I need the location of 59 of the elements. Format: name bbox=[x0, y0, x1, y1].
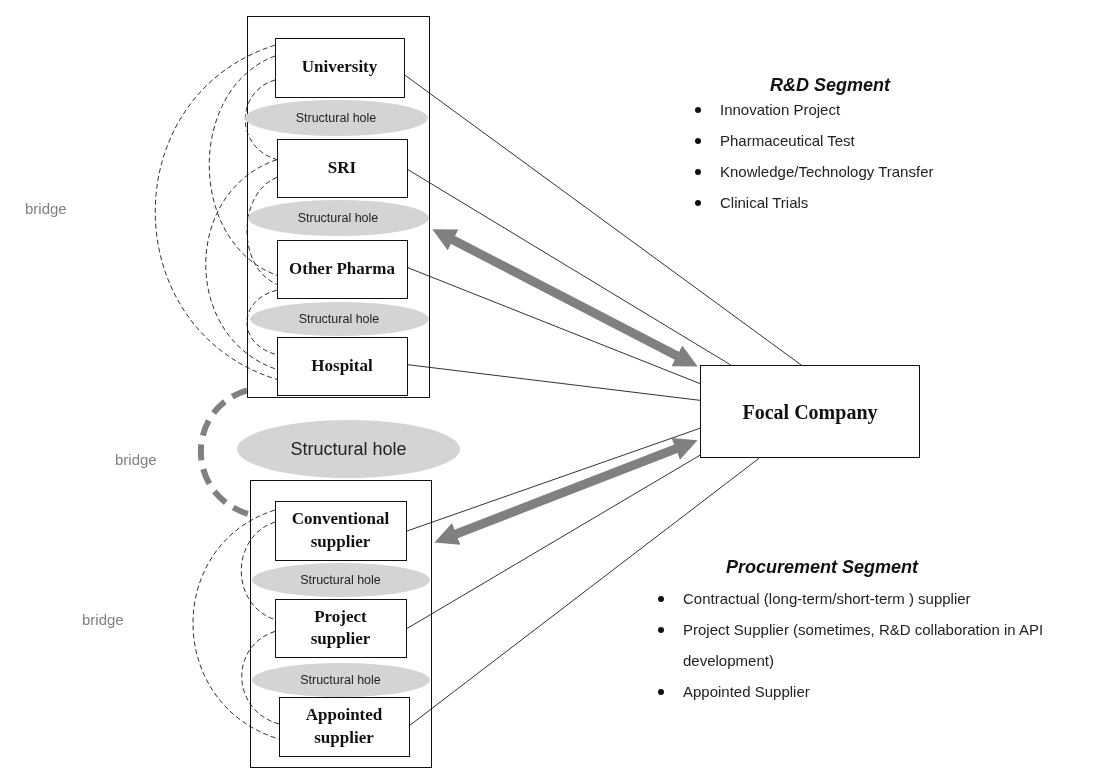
ellipse-label: Structural hole bbox=[298, 311, 380, 326]
node-label: SRI bbox=[327, 156, 357, 179]
actor-box bbox=[276, 336, 408, 396]
bridge-curve bbox=[240, 521, 276, 621]
connector-line bbox=[406, 427, 701, 532]
bridge-curve bbox=[197, 387, 252, 518]
node-label: Hospital bbox=[311, 354, 373, 377]
connector-line bbox=[407, 267, 701, 385]
ellipse-label: Structural hole bbox=[300, 672, 381, 687]
connector-line bbox=[409, 457, 760, 726]
structural-hole-ellipse bbox=[244, 99, 428, 136]
segment-heading: Procurement Segment bbox=[726, 556, 919, 579]
actor-box bbox=[700, 365, 920, 458]
node-label: Focal Company bbox=[742, 399, 878, 425]
bridge-curve bbox=[241, 630, 280, 725]
bridge-curve bbox=[246, 176, 278, 285]
actor-box bbox=[278, 696, 410, 757]
actor-box bbox=[274, 500, 407, 561]
bullet-text: Clinical Trials bbox=[720, 193, 809, 213]
segment-heading: R&D Segment bbox=[770, 74, 890, 97]
bullet-text: Appointed Supplier bbox=[683, 682, 810, 702]
bullet-text: Contractual (long-term/short-term ) supplier bbox=[683, 589, 971, 609]
double-arrow bbox=[432, 229, 698, 367]
bullet-text: Pharmaceutical Test bbox=[720, 131, 855, 151]
structural-hole-ellipse bbox=[251, 562, 430, 597]
bullet-text: Project Supplier (sometimes, R&D collaboration in API development) bbox=[683, 620, 1045, 671]
bridge-label: bridge bbox=[82, 610, 124, 630]
bullet-text: Knowledge/Technology Transfer bbox=[720, 162, 934, 182]
structural-hole-ellipse bbox=[249, 301, 429, 336]
node-label: Conventional supplier bbox=[290, 508, 391, 553]
bridge-label: bridge bbox=[25, 199, 67, 219]
group-frame bbox=[250, 480, 432, 768]
ellipse-label: Structural hole bbox=[290, 438, 407, 460]
node-label: Appointed supplier bbox=[304, 704, 384, 749]
actor-box bbox=[276, 138, 408, 198]
ellipse-label: Structural hole bbox=[295, 110, 377, 125]
node-label: Other Pharma bbox=[289, 257, 395, 280]
actor-box bbox=[274, 598, 407, 658]
connector-line bbox=[404, 74, 802, 366]
bridge-label: bridge bbox=[115, 450, 157, 470]
structural-hole-ellipse bbox=[251, 662, 430, 697]
bullet-text: Innovation Project bbox=[720, 100, 841, 120]
connector-line bbox=[406, 454, 701, 629]
structural-hole-ellipse bbox=[247, 199, 429, 236]
connector-line bbox=[407, 169, 732, 366]
group-frame bbox=[247, 16, 430, 398]
double-arrow bbox=[434, 437, 698, 545]
bridge-curve bbox=[246, 289, 278, 356]
connector-line bbox=[407, 364, 701, 401]
ellipse-label: Structural hole bbox=[297, 210, 379, 225]
actor-box bbox=[276, 239, 408, 299]
bridge-curve bbox=[208, 55, 278, 276]
bridge-curve bbox=[154, 44, 278, 380]
node-label: Project supplier bbox=[309, 605, 372, 650]
actor-box bbox=[274, 37, 405, 98]
node-label: University bbox=[301, 56, 378, 79]
bridge-curve bbox=[205, 159, 278, 370]
ellipse-label: Structural hole bbox=[300, 572, 381, 587]
bridge-curve bbox=[244, 79, 278, 161]
